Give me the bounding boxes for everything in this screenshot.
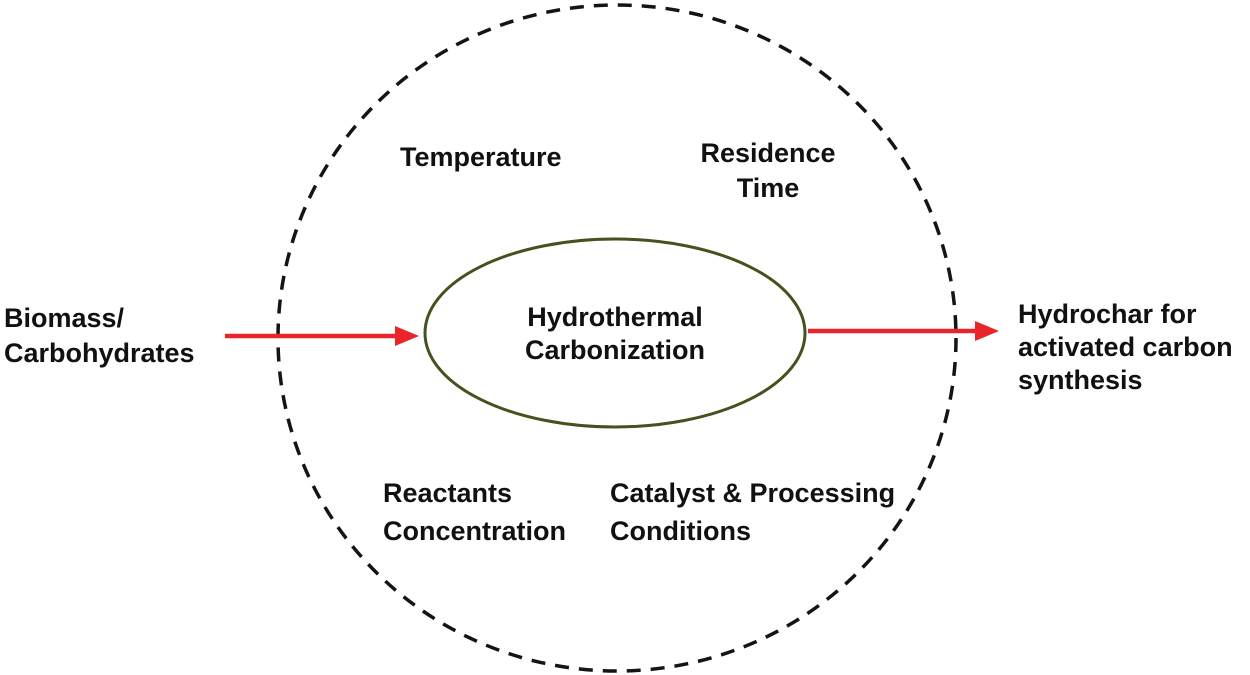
reactants-concentration-label: Reactants Concentration (383, 478, 567, 546)
biomass-input-label: Biomass/ Carbohydrates (4, 303, 195, 368)
temperature-label: Temperature (400, 142, 562, 172)
center-label: Hydrothermal Carbonization (525, 302, 705, 365)
residence-time-label: Residence Time (700, 138, 836, 203)
hydrochar-output-label: Hydrochar for activated carbon synthesis (1018, 299, 1233, 395)
outer-dashed-circle (276, 3, 958, 673)
process-ellipse (423, 237, 807, 429)
catalyst-conditions-label: Catalyst & Processing Conditions (610, 478, 896, 546)
